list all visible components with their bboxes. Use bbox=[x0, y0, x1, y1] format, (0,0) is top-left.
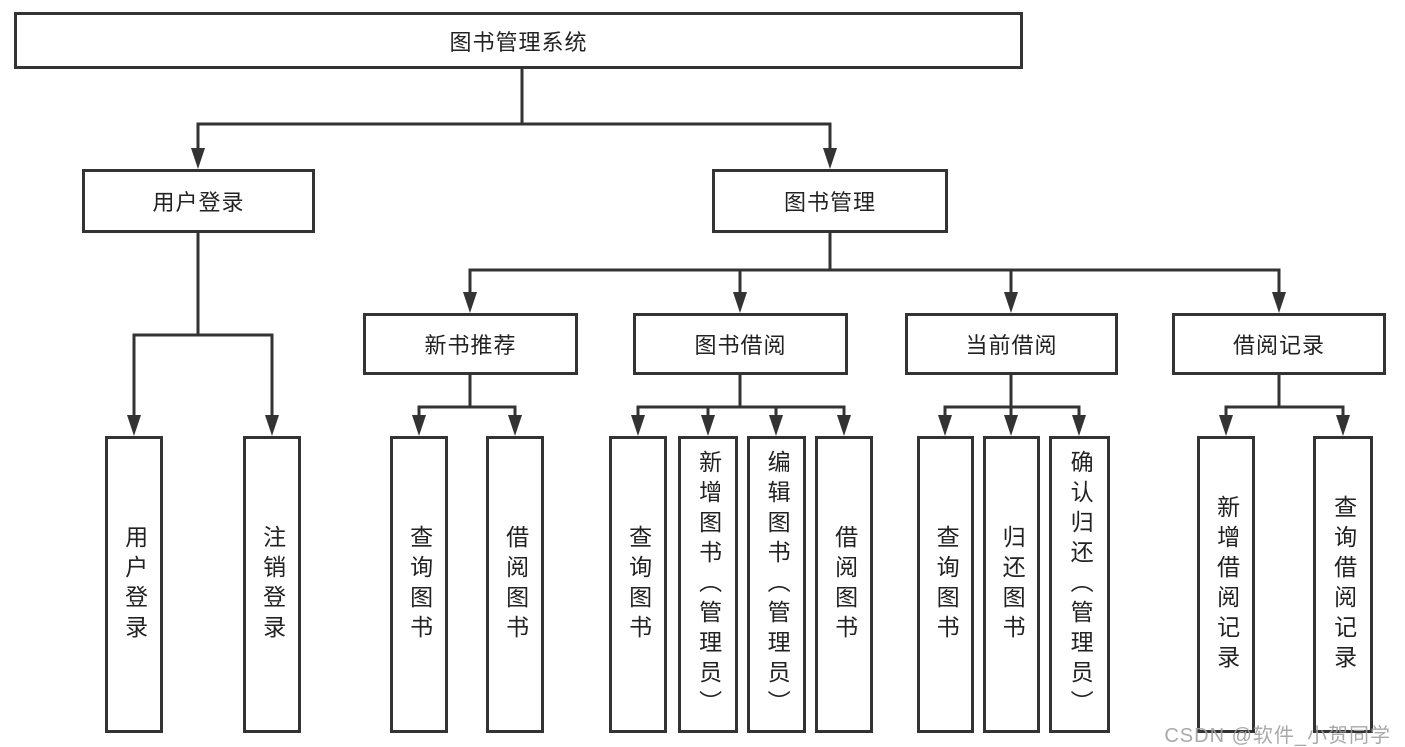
leaf-borrow-books-recommend: 借阅图书 bbox=[486, 436, 544, 733]
leaf-user-login: 用户登录 bbox=[105, 436, 163, 733]
node-new-book-recommend: 新书推荐 bbox=[363, 313, 578, 375]
leaf-label: 查询图书 bbox=[406, 524, 433, 645]
leaf-query-books-recommend: 查询图书 bbox=[390, 436, 448, 733]
leaf-label: 确认归还（管理员） bbox=[1067, 449, 1094, 720]
leaf-label: 用户登录 bbox=[121, 524, 148, 645]
leaf-label: 查询图书 bbox=[625, 524, 652, 645]
leaf-logout: 注销登录 bbox=[243, 436, 301, 733]
node-user-login: 用户登录 bbox=[82, 169, 315, 233]
leaf-confirm-return-admin: 确认归还（管理员） bbox=[1049, 436, 1110, 733]
leaf-edit-books-admin: 编辑图书（管理员） bbox=[747, 436, 806, 733]
leaf-query-books-current: 查询图书 bbox=[917, 436, 974, 733]
leaf-label: 归还图书 bbox=[999, 524, 1026, 645]
leaf-add-borrow-record: 新增借阅记录 bbox=[1197, 436, 1255, 733]
leaf-label: 查询借阅记录 bbox=[1330, 494, 1357, 675]
leaf-borrow-books: 借阅图书 bbox=[815, 436, 873, 733]
leaf-add-books-admin: 新增图书（管理员） bbox=[678, 436, 738, 733]
leaf-label: 借阅图书 bbox=[831, 524, 858, 645]
node-borrow-records: 借阅记录 bbox=[1172, 313, 1386, 375]
node-book-borrow: 图书借阅 bbox=[633, 313, 848, 375]
node-root: 图书管理系统 bbox=[14, 12, 1023, 69]
leaf-label: 新增借阅记录 bbox=[1213, 494, 1240, 675]
leaf-label: 新增图书（管理员） bbox=[695, 449, 722, 720]
node-current-borrow: 当前借阅 bbox=[905, 313, 1118, 375]
csdn-watermark: CSDN @软件_小贺同学 bbox=[1164, 725, 1391, 747]
node-book-management: 图书管理 bbox=[712, 169, 948, 233]
leaf-label: 注销登录 bbox=[259, 524, 286, 645]
leaf-label: 查询图书 bbox=[933, 524, 960, 645]
leaf-label: 编辑图书（管理员） bbox=[764, 449, 791, 720]
leaf-query-borrow-record: 查询借阅记录 bbox=[1313, 436, 1373, 733]
leaf-return-books: 归还图书 bbox=[983, 436, 1040, 733]
leaf-query-books-borrow: 查询图书 bbox=[609, 436, 667, 733]
leaf-label: 借阅图书 bbox=[502, 524, 529, 645]
